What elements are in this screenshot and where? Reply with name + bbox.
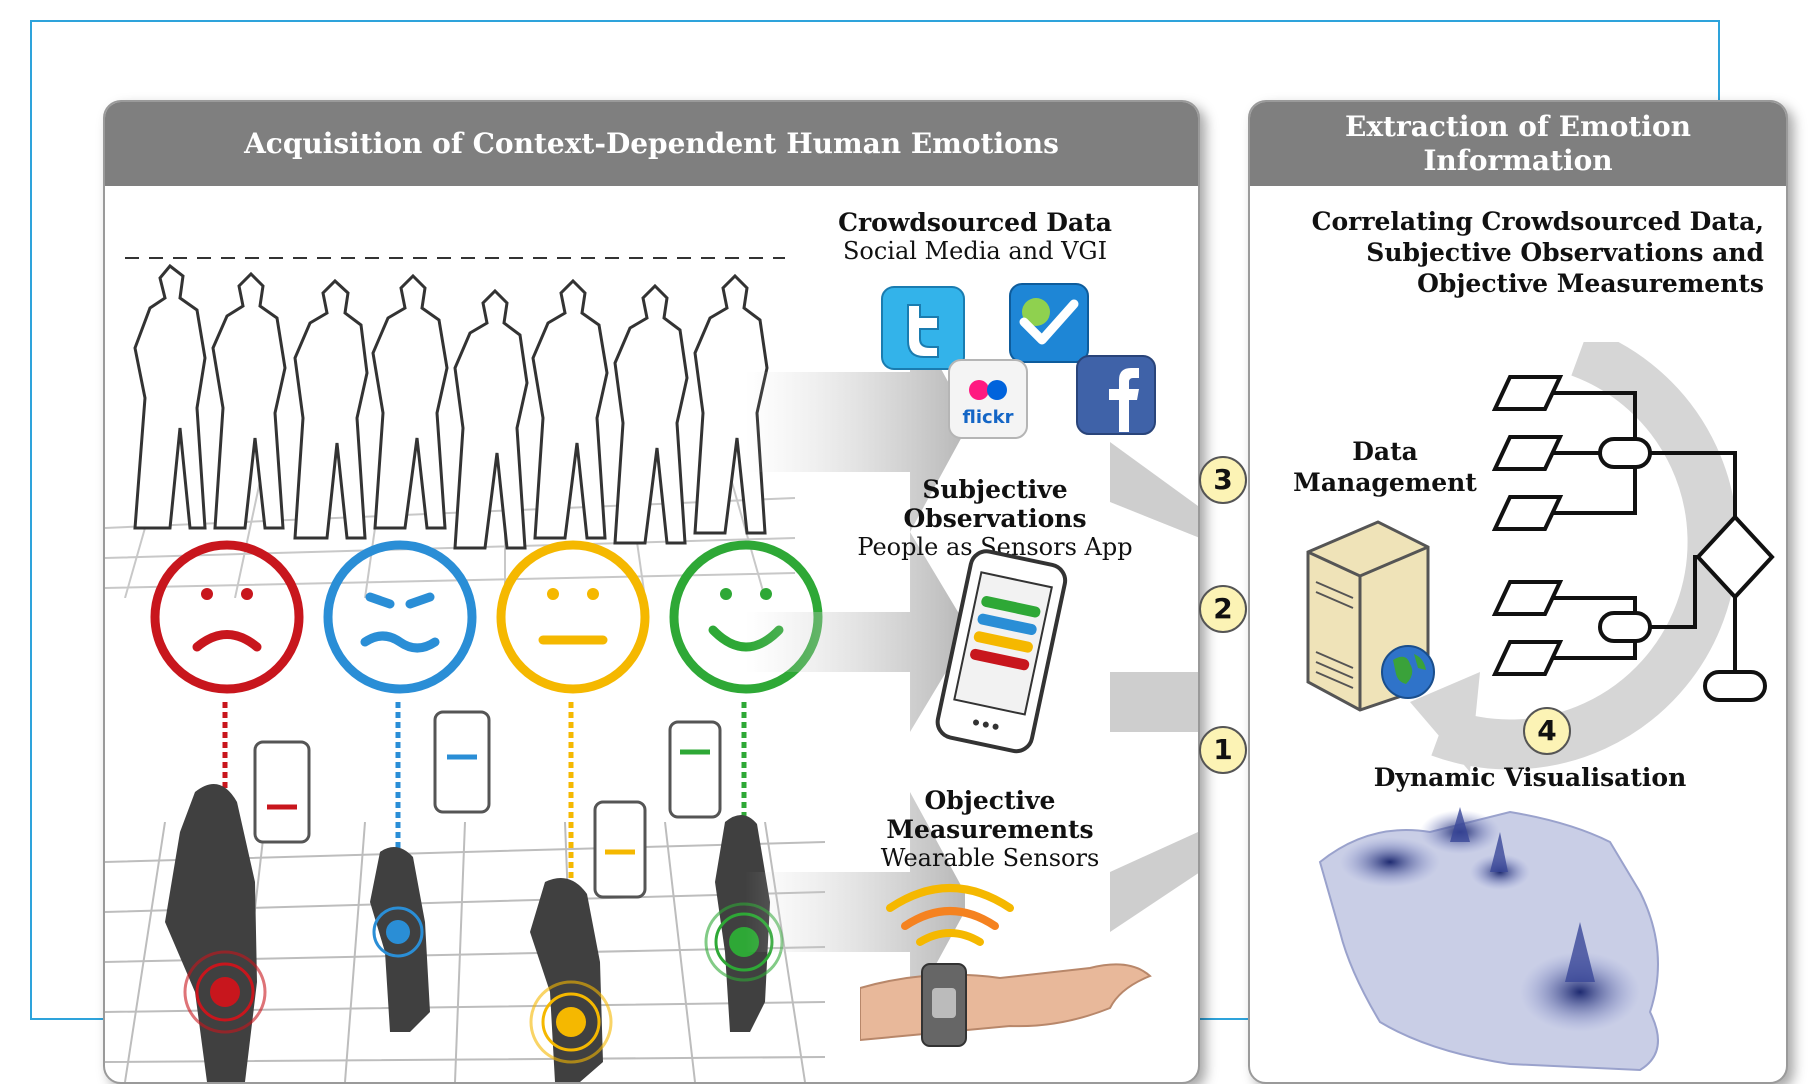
step-badge-3: 3 xyxy=(1199,456,1247,504)
dynamic-visualisation-label: Dynamic Visualisation xyxy=(1373,763,1687,792)
emotion-heatmap-visualisation xyxy=(1318,807,1659,1072)
flickr-logo-text: flickr xyxy=(962,407,1014,428)
step-badge-1: 1 xyxy=(1199,726,1247,774)
smartphone-app-icon xyxy=(935,549,1068,754)
acquisition-panel-title: Acquisition of Context-Dependent Human E… xyxy=(105,102,1198,186)
step-badge-2: 2 xyxy=(1199,585,1247,633)
step-badge-4: 4 xyxy=(1523,707,1571,755)
neutral-face-icon xyxy=(496,540,650,694)
twitter-icon xyxy=(881,286,965,370)
data-management-label: Data Management xyxy=(1293,437,1477,497)
frowning-face-icon xyxy=(323,540,477,694)
facebook-icon xyxy=(1076,355,1156,435)
objective-measurements-label: Objective Measurements Wearable Sensors xyxy=(880,786,1100,872)
wearable-sensor-icon xyxy=(860,884,1152,1047)
person-silhouette-1 xyxy=(165,784,257,1082)
arrows-to-processing xyxy=(1110,442,1198,932)
emotion-faces xyxy=(150,540,823,694)
server-icon xyxy=(1306,520,1435,712)
foursquare-icon xyxy=(1009,283,1089,363)
acquisition-panel: Acquisition of Context-Dependent Human E… xyxy=(103,100,1200,1084)
person-silhouette-3 xyxy=(530,878,603,1082)
flickr-icon xyxy=(948,359,1028,439)
extraction-panel-title: Extraction of Emotion Information xyxy=(1250,102,1786,186)
correlating-label: Correlating Crowdsourced Data, Subjectiv… xyxy=(1311,207,1764,298)
flowchart-diagram xyxy=(1491,375,1775,702)
people-with-sensors xyxy=(165,702,784,1082)
sad-face-icon xyxy=(150,540,304,694)
crowdsourced-data-label: Crowdsourced Data Social Media and VGI xyxy=(838,208,1112,265)
extraction-panel: Extraction of Emotion Information Correl… xyxy=(1248,100,1788,1084)
